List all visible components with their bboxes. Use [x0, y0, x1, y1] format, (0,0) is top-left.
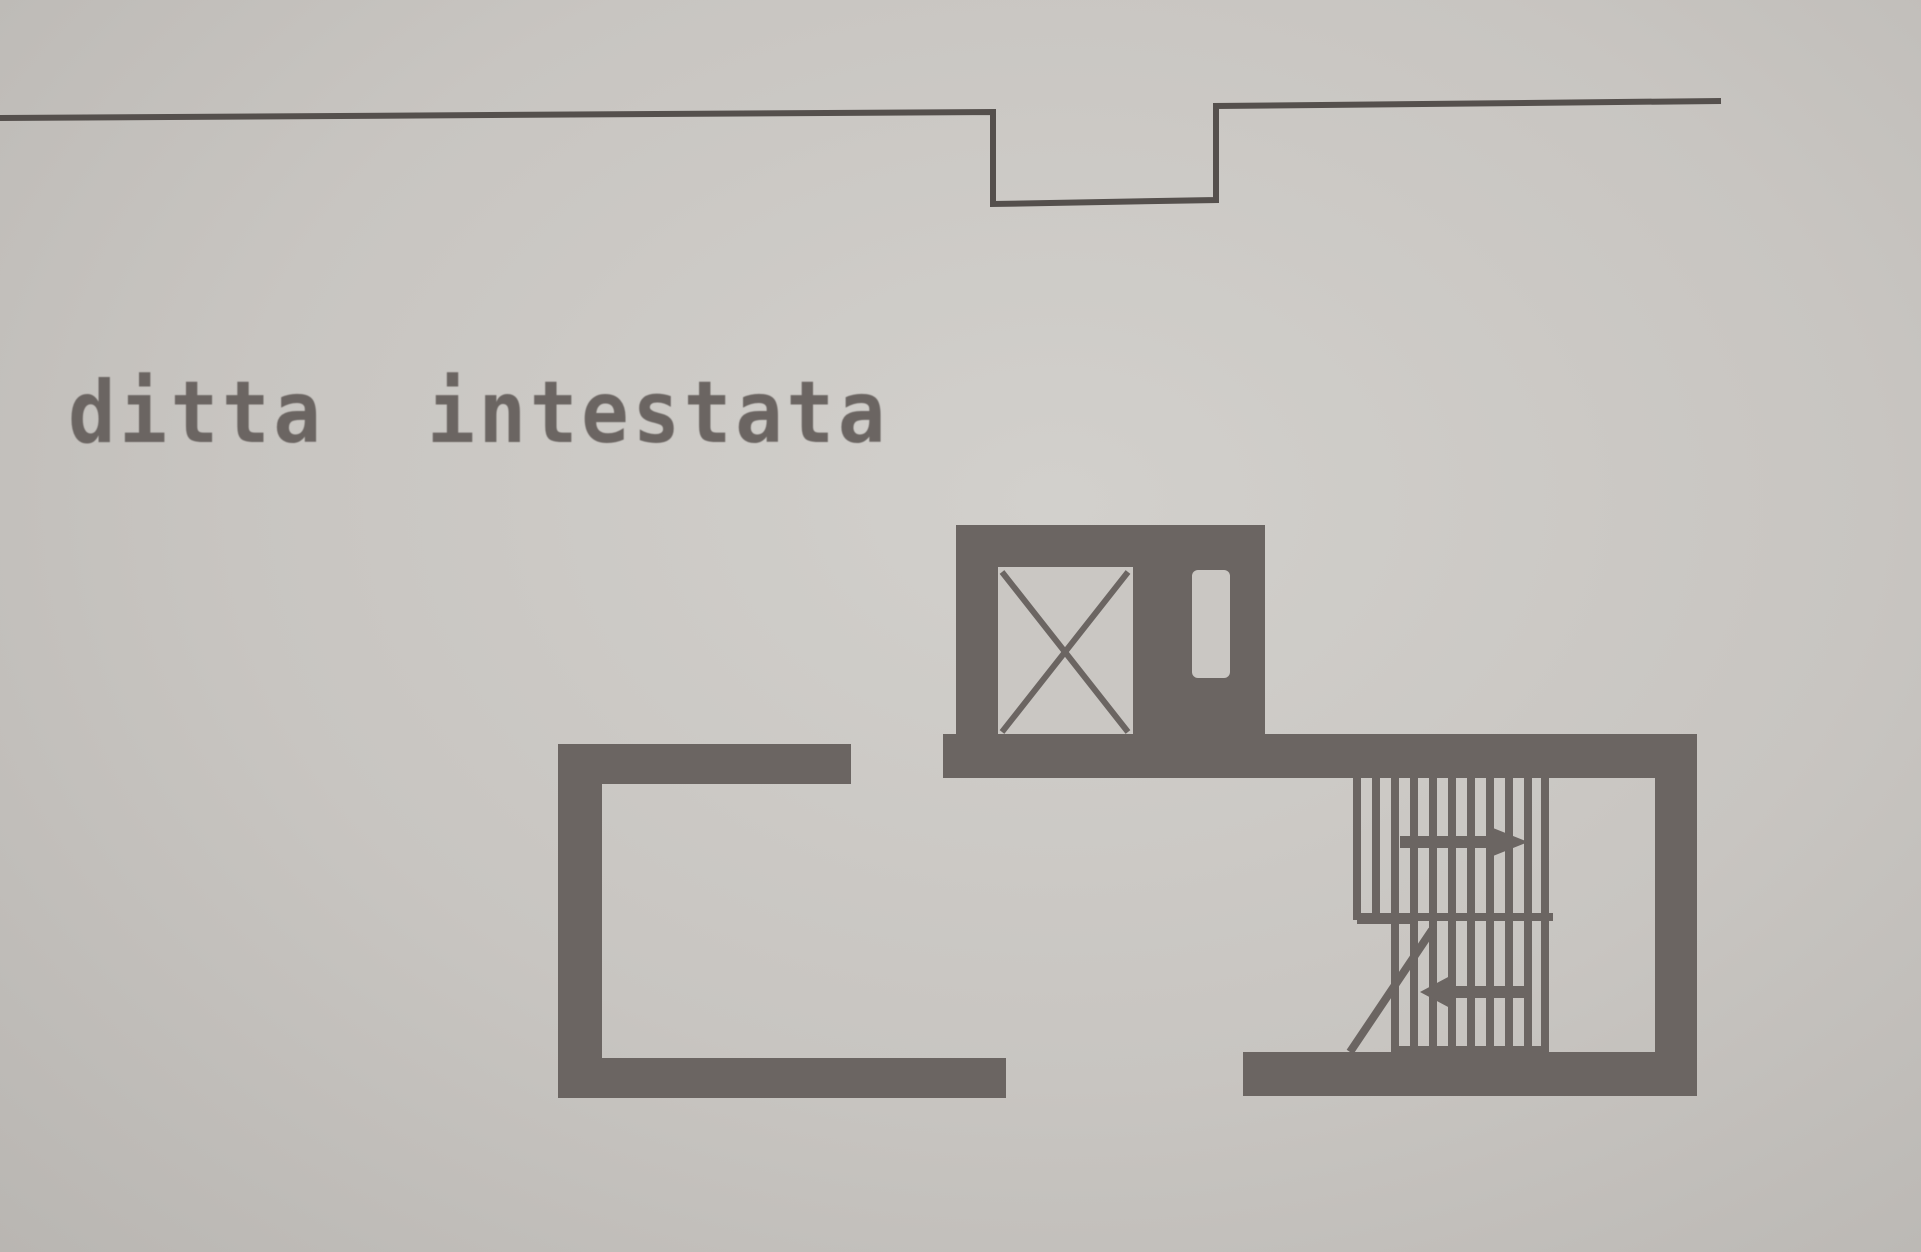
stair-diagonal [1346, 927, 1436, 1055]
plan-label: ditta intestata [68, 363, 890, 463]
elevator-block [956, 525, 1265, 742]
boundary-line [0, 98, 1722, 208]
elevator-cross-2 [999, 570, 1131, 734]
stair-direction-arrows [1400, 826, 1528, 1008]
elevator-door-slot [1192, 570, 1230, 678]
staircase [1346, 778, 1553, 1055]
stair-room-walls [943, 734, 1697, 1096]
left-room-walls [558, 744, 1006, 1098]
